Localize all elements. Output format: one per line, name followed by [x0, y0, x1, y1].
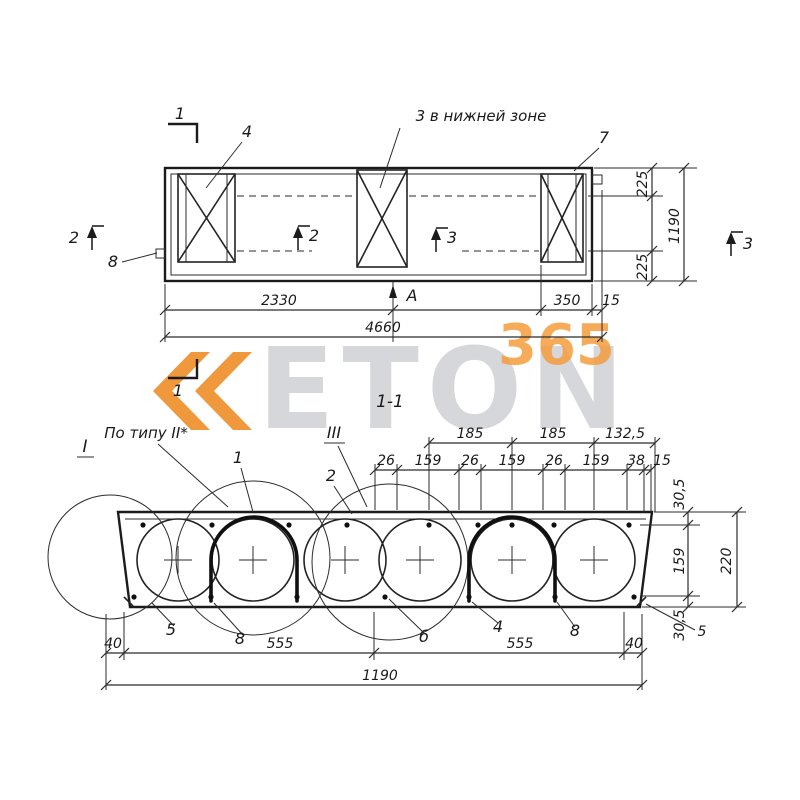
dim-2330: 2330 [261, 293, 297, 309]
pos-2-label: 2 [326, 466, 336, 485]
dim-159-b: 159 [499, 453, 526, 469]
dim-555-left: 555 [267, 636, 294, 652]
pos-5-label: 5 [166, 620, 176, 639]
watermark: ETON 365 [153, 313, 632, 455]
dim-40-right: 40 [625, 636, 643, 652]
pos-4-sec-label: 4 [493, 617, 503, 636]
dim-1190-plan: 1190 [667, 208, 683, 244]
lower-zone-note: 3 в нижней зоне [416, 107, 547, 125]
view-3-right-label: 3 [743, 234, 753, 253]
rebar-dots [131, 522, 637, 600]
pos-4-label: 4 [242, 122, 252, 141]
dim-220: 220 [719, 548, 735, 575]
pos-1-label: 1 [233, 448, 243, 467]
dim-350: 350 [554, 293, 581, 309]
detail-iii-label: III [327, 423, 341, 442]
plan-anchor-box-middle [356, 169, 408, 268]
pos-8-right-label: 8 [570, 621, 580, 640]
plan-anchor-box-left [177, 173, 236, 263]
section-outline [116, 510, 654, 609]
dim-159-c: 159 [583, 453, 610, 469]
watermark-number: 365 [498, 313, 615, 378]
watermark-chevron-icon [195, 352, 252, 430]
section-lower-labels: 5 8 б 4 8 [151, 598, 580, 648]
dim-26-a: 26 [377, 453, 395, 469]
dim-185-a: 185 [457, 426, 484, 442]
dim-225-bottom: 225 [635, 254, 651, 281]
plan-hidden-bars [237, 195, 539, 252]
axis-a: A [389, 281, 417, 342]
view-mark-2-mid: 2 [293, 225, 319, 250]
section-dimensions-top: 185 185 132,5 26 159 26 159 26 159 38 15 [369, 426, 671, 512]
plan-dimensions-vertical: 225 225 1190 [588, 162, 697, 287]
watermark-chevron-icon [153, 352, 210, 430]
dim-4660: 4660 [365, 320, 401, 336]
plan-position-labels: 4 3 в нижней зоне 7 8 [108, 107, 610, 271]
dim-225-top: 225 [635, 171, 651, 198]
view-mark-2-left: 2 [69, 225, 104, 250]
dim-15-sec: 15 [653, 453, 671, 469]
dim-132_5: 132,5 [605, 426, 645, 442]
detail-i-label: I [82, 437, 87, 457]
dim-1190-section: 1190 [362, 668, 398, 684]
plan-view: 1 1 2 2 3 3 [69, 104, 753, 400]
dim-30_5-bottom: 30,5 [672, 609, 688, 640]
pos-6-label: б [419, 627, 429, 646]
dim-159-a: 159 [415, 453, 442, 469]
axis-a-label: A [406, 286, 418, 305]
pos-8-left-label: 8 [235, 629, 245, 648]
cut-mark-1-top: 1 [168, 104, 199, 143]
section-upper-labels: I По типу II* 1 2 III [77, 423, 368, 515]
dim-185-b: 185 [540, 426, 567, 442]
detail-circles [47, 480, 469, 641]
dim-40-left: 40 [104, 636, 122, 652]
section-title: 1-1 [376, 392, 404, 412]
cut-1-top-label: 1 [175, 104, 185, 123]
view-2-mid-label: 2 [309, 226, 319, 245]
section-dimensions-bottom: 40 555 555 40 1190 [100, 612, 648, 691]
dim-555-right: 555 [507, 636, 534, 652]
plan-dimensions-horizontal: 2330 350 15 4660 [159, 190, 620, 343]
cut-1-bottom-label: 1 [173, 381, 183, 400]
pos-7-label: 7 [599, 128, 610, 147]
dim-38: 38 [627, 453, 645, 469]
dim-15: 15 [602, 293, 620, 309]
view-3-mid-label: 3 [447, 228, 457, 247]
cut-mark-1-bottom: 1 [168, 359, 199, 400]
dim-26-c: 26 [545, 453, 563, 469]
section-dimensions-right: 30,5 159 30,5 220 5 [640, 478, 746, 641]
type-note: По типу II* [104, 424, 188, 442]
plan-outline [155, 166, 603, 283]
view-2-left-label: 2 [69, 228, 79, 247]
view-mark-3-mid: 3 [431, 227, 457, 252]
pos-8-label: 8 [108, 252, 118, 271]
dim-26-b: 26 [461, 453, 479, 469]
section-view: 1-1 [47, 392, 746, 691]
dim-30_5-top: 30,5 [672, 478, 688, 509]
hairpin-bars [209, 515, 557, 603]
plan-anchor-box-right [540, 173, 584, 263]
chamfer-5-label: 5 [698, 624, 707, 640]
dim-159-right: 159 [672, 548, 688, 575]
view-mark-3-right: 3 [726, 231, 753, 256]
watermark-brand: ETON [258, 325, 632, 455]
